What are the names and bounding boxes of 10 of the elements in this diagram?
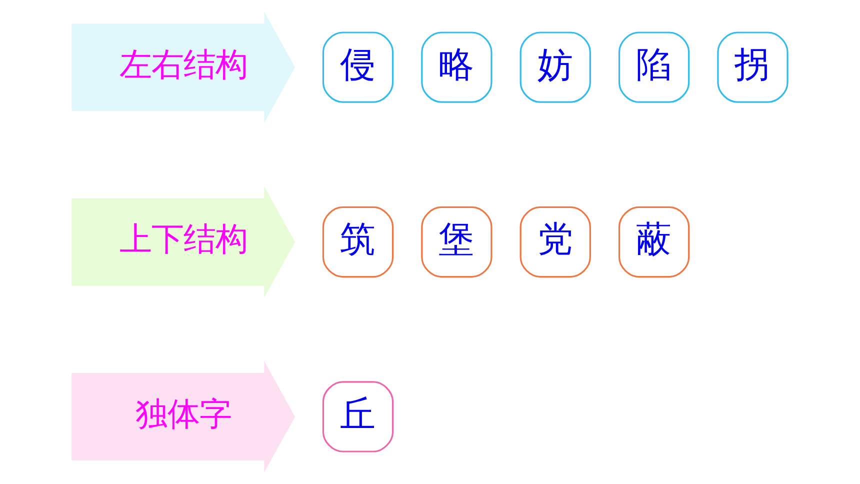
node-box: 筑 <box>322 206 394 278</box>
node-box: 妨 <box>520 32 591 103</box>
node-box: 党 <box>520 206 591 278</box>
node-box: 拐 <box>717 32 788 103</box>
node-box: 陷 <box>618 32 690 103</box>
node-box: 略 <box>421 32 492 103</box>
node-box: 堡 <box>421 206 492 278</box>
node-box: 侵 <box>322 32 394 103</box>
node-box: 丘 <box>322 381 394 452</box>
node-box: 蔽 <box>618 206 690 278</box>
